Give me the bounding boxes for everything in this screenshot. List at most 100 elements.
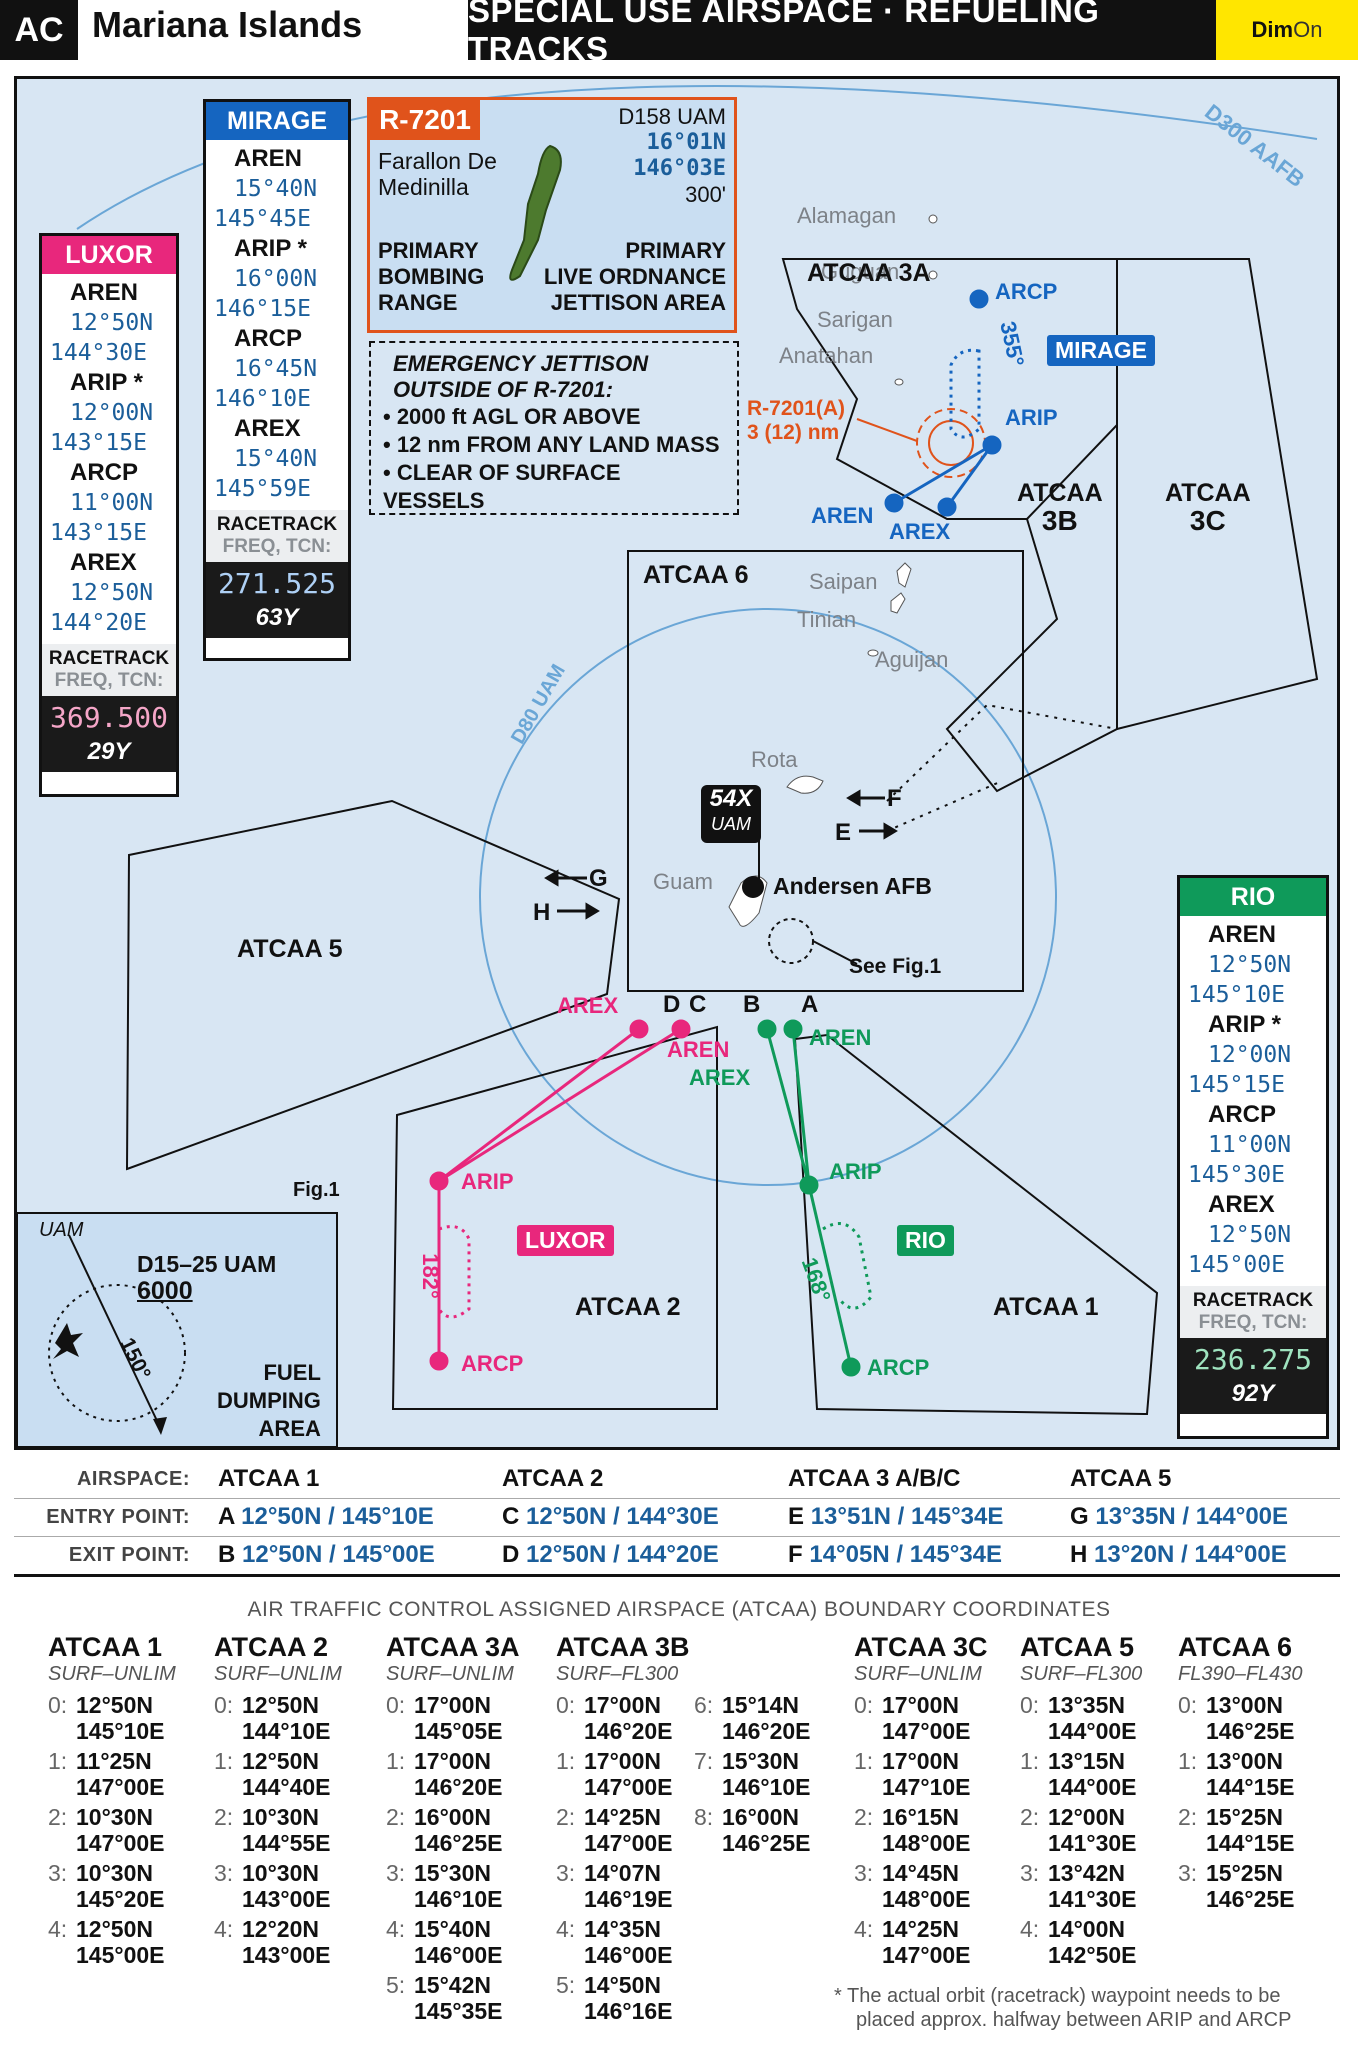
r7201-left2: BOMBING [378, 264, 485, 289]
rio-freq-label: FREQ, TCN: [1198, 1312, 1308, 1333]
boundary-point-lon: 144°15E [1206, 1830, 1295, 1856]
exit-lat: 13°20N [1094, 1541, 1175, 1568]
boundary-point-index: 1: [386, 1748, 406, 1774]
boundary-point-lon: 143°00E [242, 1886, 331, 1912]
r7201-right3: JETTISON AREA [550, 290, 726, 315]
aguijan-island [867, 649, 879, 657]
boundary-point-lon: 146°19E [584, 1886, 673, 1912]
mirage-tcn: 63Y [255, 604, 299, 631]
exit-id: D [502, 1541, 520, 1568]
boundary-point-lon: 148°00E [882, 1886, 971, 1912]
mirage-arex-label: AREX [889, 519, 951, 544]
jettison-title1: EMERGENCY JETTISON [393, 351, 649, 376]
boundary-point-index: 1: [854, 1748, 874, 1774]
mirage-tag: MIRAGE [1047, 335, 1155, 366]
exit-lon: 145°00E [342, 1541, 435, 1568]
luxor-freq: 369.500 [49, 701, 168, 734]
entry-id: E [788, 1503, 805, 1530]
boundary-point-lat: 14°25N [584, 1804, 661, 1830]
atcaa-column-altitude [694, 1662, 854, 1686]
rio-pt0-lon: 145°10E [1188, 982, 1285, 1008]
r7201a-line1: R-7201(A) [747, 397, 846, 420]
footnote-line2: placed approx. halfway between ARIP and … [856, 2009, 1292, 2031]
boundary-point-lon: 146°00E [584, 1942, 673, 1968]
boundary-point-index: 1: [48, 1748, 68, 1774]
fig1-track-arrow [153, 1417, 167, 1435]
luxor-aren-label: AREN [667, 1037, 730, 1062]
mirage-pt2-name: ARCP [234, 325, 303, 352]
exit-lat: 14°05N [809, 1541, 890, 1568]
atcaa-column-altitude: FL390–FL430 [1178, 1663, 1303, 1685]
exit-header: EXIT POINT: [68, 1544, 190, 1566]
rota-island [786, 775, 824, 794]
boundary-point-index: 3: [214, 1860, 234, 1886]
luxor-pt0-name: AREN [70, 279, 139, 306]
boundary-point-lon: 146°16E [584, 1998, 673, 2024]
rio-arex-label: AREX [689, 1065, 751, 1090]
table-row-entry: ENTRY POINT: A 12°50N / 145°10E C 12°50N… [14, 1498, 1340, 1537]
luxor-arip-label: ARIP [461, 1169, 514, 1194]
atcaa3c-line1: ATCAA [1165, 479, 1251, 507]
d80-ring [479, 608, 1057, 1186]
rio-tag: RIO [897, 1225, 954, 1256]
luxor-pt3-name: AREX [70, 549, 137, 576]
atcaa6-boundary [627, 550, 1024, 992]
table-row-airspace: AIRSPACE: ATCAA 1 ATCAA 2 ATCAA 3 A/B/C … [14, 1460, 1340, 1499]
boundary-point-index: 2: [386, 1804, 406, 1830]
exit-id: F [788, 1541, 803, 1568]
boundary-point-lat: 15°25N [1206, 1804, 1283, 1830]
boundary-point-index: 4: [386, 1916, 406, 1942]
mirage-pt1-lon: 146°15E [214, 296, 311, 322]
boundary-point-index: 7: [694, 1748, 714, 1774]
boundary-point-lon: 144°10E [242, 1718, 331, 1744]
r7201-left3: RANGE [378, 290, 458, 315]
mirage-arcp-label: ARCP [995, 279, 1058, 304]
rio-pt0-lat: 12°50N [1208, 952, 1292, 978]
point-b-label: B [743, 991, 761, 1018]
entry-id: G [1070, 1503, 1089, 1530]
atcaa-column-title [694, 1632, 854, 1662]
rio-arcp-label: ARCP [867, 1355, 930, 1380]
boundary-point-index: 5: [386, 1972, 406, 1998]
fig1-leader [812, 940, 858, 965]
mirage-pt2-lat: 16°45N [234, 356, 318, 382]
table-row-exit: EXIT POINT: B 12°50N / 145°00E D 12°50N … [14, 1536, 1340, 1577]
luxor-arex-label: AREX [557, 993, 619, 1018]
rio-pt0-name: AREN [1208, 921, 1277, 948]
see-fig-label: See Fig.1 [849, 955, 942, 978]
boundary-point-lat: 13°35N [1048, 1692, 1125, 1718]
atcaa-column-title: ATCAA 6 [1178, 1632, 1292, 1662]
atcaa3b-boundary [945, 259, 1118, 793]
atcaa2-boundary [391, 1025, 718, 1410]
guguan-island [928, 270, 938, 280]
entry-lon: 144°00E [1195, 1503, 1289, 1530]
atcaa-column-altitude: SURF–FL300 [556, 1663, 679, 1685]
boundary-point-lat: 13°42N [1048, 1860, 1125, 1886]
atcaa3b-line1: ATCAA [1017, 479, 1103, 507]
point-c-label: C [689, 991, 707, 1018]
luxor-pt3-lon: 144°20E [50, 610, 147, 636]
entry-lat: 12°50N [241, 1503, 322, 1530]
boundary-point-lat: 14°50N [584, 1972, 661, 1998]
atcaa3c-line2: 3C [1189, 505, 1226, 536]
